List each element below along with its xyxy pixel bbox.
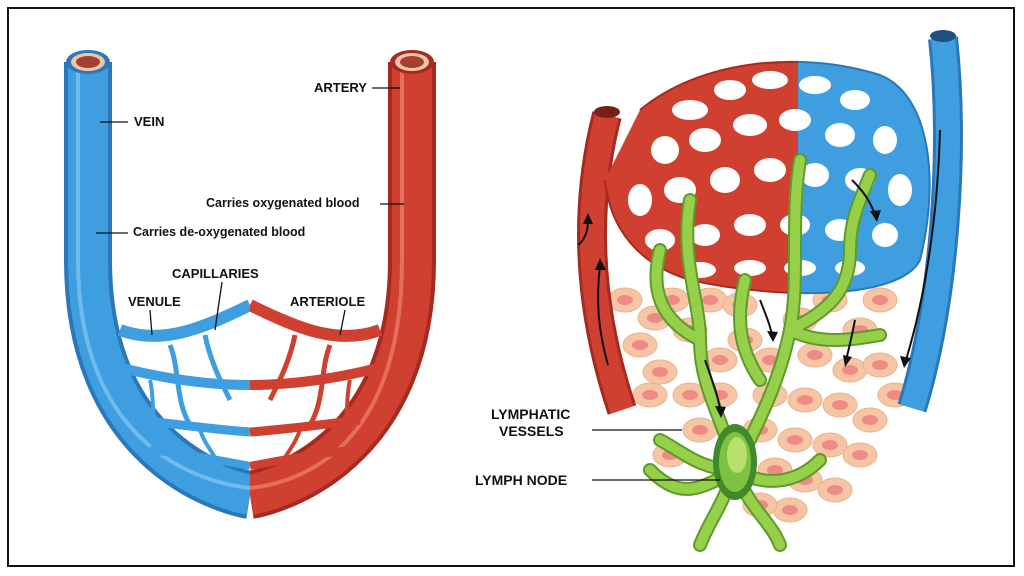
- capillary-gap: [734, 260, 766, 276]
- deoxygenated-label: Carries de-oxygenated blood: [133, 225, 306, 239]
- tissue-cell: [682, 417, 718, 443]
- capillary-gap: [752, 71, 788, 89]
- capillary-gap: [710, 167, 740, 193]
- left-vessel-diagram: [64, 50, 436, 519]
- left-leader-lines: [96, 87, 404, 336]
- tissue-cell: [607, 287, 643, 313]
- tissue-cell: [817, 477, 853, 503]
- capillary-gap: [645, 229, 675, 251]
- tissue-cell: [787, 387, 823, 413]
- lymph-node-label: LYMPH NODE: [475, 472, 568, 488]
- tissue-cell: [622, 332, 658, 358]
- tissue-cell: [797, 342, 833, 368]
- tissue-cell: [852, 407, 888, 433]
- capillary-gap: [628, 184, 652, 216]
- capillary-gap: [714, 80, 746, 100]
- capillary-gap: [672, 100, 708, 120]
- arrow-artery-up: [597, 264, 609, 366]
- lymphatic-label-line2: VESSELS: [499, 423, 564, 439]
- tissue-cell: [862, 287, 898, 313]
- vein-vessel: [64, 62, 250, 519]
- lymphatic-label-line1: LYMPHATIC: [491, 406, 571, 422]
- tissue-cell: [777, 427, 813, 453]
- vein-label: VEIN: [134, 114, 165, 129]
- right-leader-lines: [592, 429, 720, 481]
- tissue-cell: [772, 497, 808, 523]
- capillary-gap: [689, 128, 721, 152]
- lymphatic-vessels-label: LYMPHATIC VESSELS: [491, 406, 570, 440]
- capillary-gap: [799, 76, 831, 94]
- capillary-gap: [798, 260, 816, 276]
- lymph-node: [713, 424, 757, 500]
- artery-vessel: [250, 62, 436, 519]
- artery-label: ARTERY: [314, 80, 367, 95]
- capillary-gap: [872, 223, 898, 247]
- capillary-gap: [733, 114, 767, 136]
- tissue-cell: [832, 357, 868, 383]
- tissue-cell: [842, 442, 878, 468]
- vein-tube: [897, 30, 963, 413]
- capillary-gap: [825, 123, 855, 147]
- tissue-cell: [822, 392, 858, 418]
- tissue-cell: [862, 352, 898, 378]
- arteriole-label: ARTERIOLE: [290, 294, 366, 309]
- oxygenated-label: Carries oxygenated blood: [206, 196, 360, 210]
- venule-label: VENULE: [128, 294, 181, 309]
- capillary-gap: [779, 109, 798, 131]
- artery-tube: [577, 106, 637, 415]
- capillary-gap: [651, 136, 679, 164]
- right-lymphatic-diagram: [577, 30, 963, 552]
- capillary-gap: [734, 214, 766, 236]
- tissue-cell: [632, 382, 668, 408]
- capillaries-label: CAPILLARIES: [172, 266, 259, 281]
- tissue-cell: [642, 359, 678, 385]
- capillary-gap: [873, 126, 897, 154]
- arrow-heads: [583, 210, 911, 418]
- tissue-cell: [702, 347, 738, 373]
- tissue-cell: [672, 382, 708, 408]
- capillary-gap: [840, 90, 870, 110]
- capillary-gap: [888, 174, 912, 206]
- capillary-gap: [690, 224, 720, 246]
- arrow-vein-down: [905, 129, 941, 361]
- capillary-gap: [798, 109, 811, 131]
- capillary-gap: [754, 158, 786, 182]
- tissue-cell: [812, 432, 848, 458]
- capillary-gap: [801, 163, 829, 187]
